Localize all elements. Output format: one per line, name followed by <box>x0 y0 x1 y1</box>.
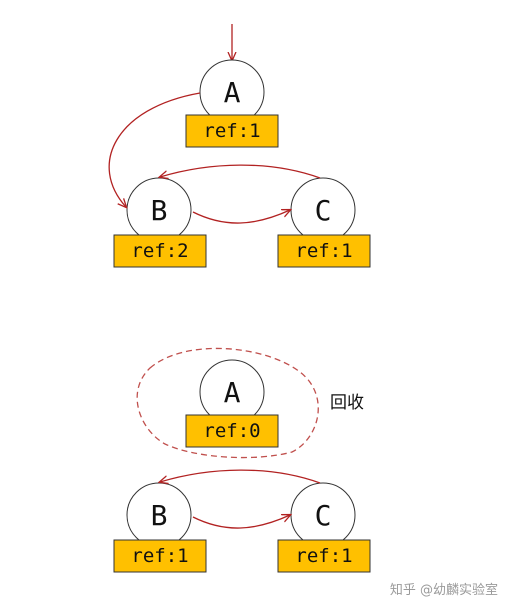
node-c-ref-box <box>277 234 371 268</box>
node-a-before: A ref:1 <box>185 59 279 148</box>
edge-b-to-c <box>192 210 290 224</box>
node-b-ref-count: ref:2 <box>131 240 188 262</box>
node-a-label: A <box>224 76 241 109</box>
node-a-ref-box <box>185 114 279 148</box>
node-c-after: C ref:1 <box>277 482 371 573</box>
node-a-ref-count: ref:0 <box>203 420 260 442</box>
node-b-before: B ref:2 <box>113 177 207 268</box>
node-a-ref-count: ref:1 <box>203 120 260 142</box>
node-c-ref-count: ref:1 <box>295 545 352 567</box>
collected-region-outline <box>136 347 319 459</box>
node-b-after: B ref:1 <box>113 482 207 573</box>
node-c-before: C ref:1 <box>277 177 371 268</box>
edge-c-to-b <box>160 164 321 178</box>
edge-b-to-c <box>192 515 290 529</box>
node-c-ref-count: ref:1 <box>295 240 352 262</box>
node-b-ref-box <box>113 539 207 573</box>
before-diagram: A ref:1 B ref:2 C ref:1 <box>108 24 371 268</box>
node-a-after: A ref:0 <box>185 359 279 448</box>
node-a-label: A <box>224 376 241 409</box>
edge-c-to-b <box>160 469 321 483</box>
after-diagram: 回收 A ref:0 B ref:1 C ref:1 <box>113 347 371 573</box>
edge-a-to-b <box>108 92 201 207</box>
node-a-ref-box <box>185 414 279 448</box>
node-b-label: B <box>151 499 168 532</box>
node-b-label: B <box>151 194 168 227</box>
node-b-ref-box <box>113 234 207 268</box>
collected-label: 回收 <box>330 393 364 413</box>
node-c-label: C <box>315 499 332 532</box>
node-c-label: C <box>315 194 332 227</box>
node-c-ref-box <box>277 539 371 573</box>
watermark-text: 知乎 @幼麟实验室 <box>390 582 498 598</box>
node-b-ref-count: ref:1 <box>131 545 188 567</box>
